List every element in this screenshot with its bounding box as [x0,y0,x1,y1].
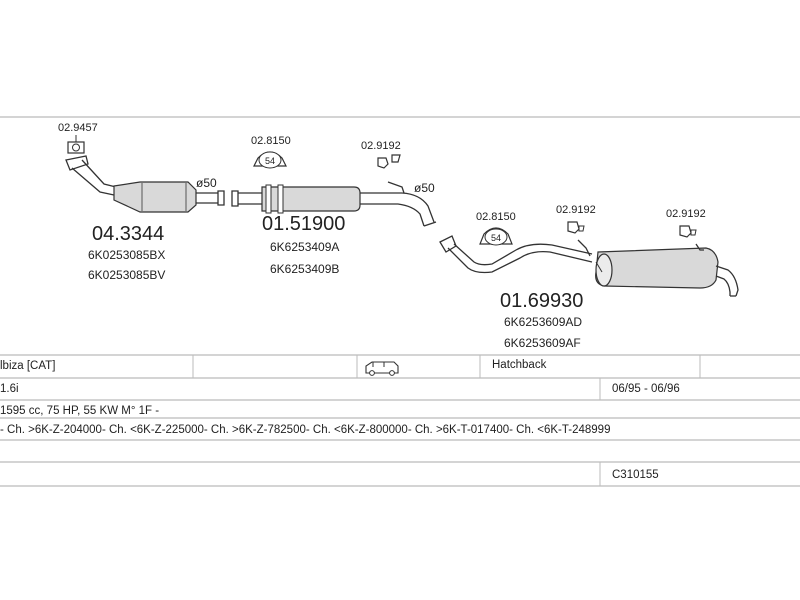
middle-pipe-muffler[interactable] [231,181,437,227]
front-pipe-catalyst[interactable] [65,155,225,213]
middle-pipe-diameter: ø50 [414,181,435,195]
front-part-number: 04.3344 [92,223,164,245]
middle-hanger-code: 02.9192 [361,140,401,152]
front-pipe-diameter: ø50 [196,176,217,190]
front-section: 02.9457 ø50 04.3344 6K0253085BX 6K025308… [58,122,225,282]
rear-hanger-icon-2[interactable] [679,225,697,238]
middle-clamp-size: 54 [265,156,275,166]
rear-ref-2: 6K6253609AF [504,336,581,350]
vehicle-body: Hatchback [492,359,547,371]
middle-clamp-code: 02.8150 [251,135,291,147]
middle-clamp-icon[interactable]: 54 [253,151,287,169]
rear-pipe-muffler[interactable] [439,235,739,297]
vehicle-info-table: lbiza [CAT] Hatchback 1.6i 06/95 - 06/96… [0,354,800,487]
middle-hanger-icon[interactable] [377,154,401,169]
rear-clamp-code: 02.8150 [476,211,516,223]
rear-clamp-size: 54 [491,233,501,243]
vehicle-specs: 1595 cc, 75 HP, 55 KW M° 1F - [0,405,159,417]
middle-part-number: 01.51900 [262,213,345,235]
front-ref-1: 6K0253085BX [88,248,165,262]
car-icon [365,361,399,376]
gasket-code-label: 02.9457 [58,122,98,134]
rear-hanger-code-2: 02.9192 [666,208,706,220]
rear-ref-1: 6K6253609AD [504,315,582,329]
middle-ref-1: 6K6253409A [270,240,339,254]
front-ref-2: 6K0253085BV [88,268,165,282]
vehicle-chassis: - Ch. >6K-Z-204000- Ch. <6K-Z-225000- Ch… [0,424,610,436]
rear-clamp-icon[interactable]: 54 [479,227,513,246]
rear-hanger-icon-1[interactable] [567,221,585,234]
rear-section: 02.8150 54 02.9192 02.9192 [439,204,739,350]
vehicle-engine: 1.6i [0,383,19,395]
gasket-icon[interactable] [67,141,85,154]
rear-hanger-code-1: 02.9192 [556,204,596,216]
middle-section: 02.8150 54 02.9192 ø50 01. [231,135,437,276]
vehicle-years: 06/95 - 06/96 [612,383,680,395]
rear-part-number: 01.69930 [500,290,583,312]
vehicle-model: lbiza [CAT] [0,360,55,372]
middle-ref-2: 6K6253409B [270,262,339,276]
vehicle-code: C310155 [612,469,659,481]
